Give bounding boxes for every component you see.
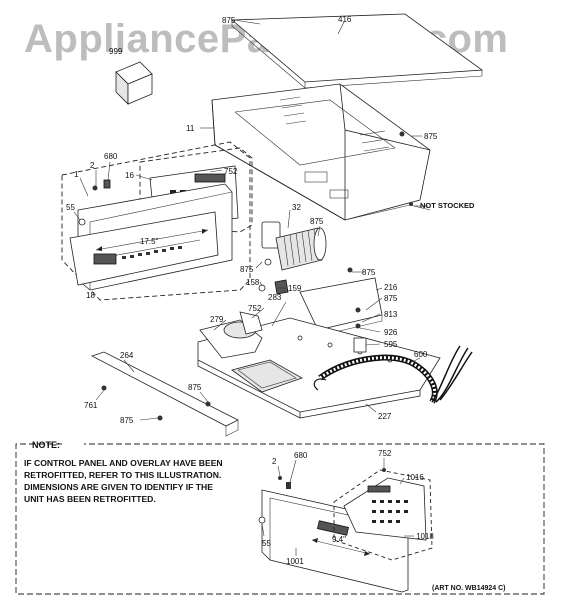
label-not-stocked: NOT STOCKED [420,201,475,210]
part-labels: 875 416 999 11 875 680 2 16 752 1 55 NOT… [66,15,475,425]
label-875: 875 [424,132,438,141]
wire-harness-600 [313,345,473,404]
label-875: 875 [310,217,324,226]
label-227: 227 [378,412,392,421]
retrofit-control-board [333,468,433,561]
note-line-1: IF CONTROL PANEL AND OVERLAY HAVE BEEN [24,458,223,468]
note-line-2: RETROFITTED, REFER TO THIS ILLUSTRATION. [24,470,221,480]
label-32: 32 [292,203,301,212]
label-999: 999 [109,47,123,56]
label-2: 2 [90,161,95,170]
label-875: 875 [362,268,376,277]
label-752: 752 [224,167,238,176]
label-875: 875 [384,294,398,303]
note-label-55: 55 [262,539,271,548]
label-216: 216 [384,283,398,292]
leader-lines [73,19,428,421]
top-cover-416 [230,13,484,89]
label-264: 264 [120,351,134,360]
label-875: 875 [188,383,202,392]
brackets-595-926 [353,307,367,353]
part-box-999 [115,61,153,105]
blower-fan-32 [261,221,327,271]
label-279: 279 [210,315,224,324]
note-label-dimension-9-4: 9.4" [332,535,346,544]
control-panel-group [61,141,253,301]
note-label-1016: 1016 [406,473,424,482]
note-line-3: DIMENSIONS ARE GIVEN TO IDENTIFY IF THE [24,482,213,492]
label-11: 11 [186,124,195,133]
label-875: 875 [222,16,236,25]
label-416: 416 [338,15,352,24]
label-283: 283 [268,293,282,302]
parts-158-159 [258,267,353,295]
note-label-1018: 1018 [416,532,434,541]
label-16: 16 [125,171,134,180]
art-number: (ART NO. WB14924 C) [432,585,506,592]
label-752: 752 [248,304,262,313]
note-title: NOTE: [32,440,60,450]
fan-shroud-279 [199,311,263,359]
label-595: 595 [384,340,398,349]
label-159: 159 [288,284,302,293]
note-label-752: 752 [378,449,392,458]
note-label-1001: 1001 [286,557,304,566]
retrofit-note-box: NOTE: IF CONTROL PANEL AND OVERLAY HAVE … [15,440,545,595]
label-813: 813 [384,310,398,319]
label-dimension-17-5: 17.5" [140,237,159,246]
note-label-680: 680 [294,451,308,460]
label-680: 680 [104,152,118,161]
note-line-4: UNIT HAS BEEN RETROFITTED. [24,494,156,504]
label-18: 18 [86,291,95,300]
label-761: 761 [84,401,98,410]
label-926: 926 [384,328,398,337]
label-55: 55 [66,203,75,212]
note-label-2: 2 [272,457,277,466]
label-600: 600 [414,350,428,359]
label-158: 158 [246,278,260,287]
label-1: 1 [74,170,79,179]
trim-strip-264 [90,351,239,437]
label-875: 875 [240,265,254,274]
label-875: 875 [120,416,134,425]
